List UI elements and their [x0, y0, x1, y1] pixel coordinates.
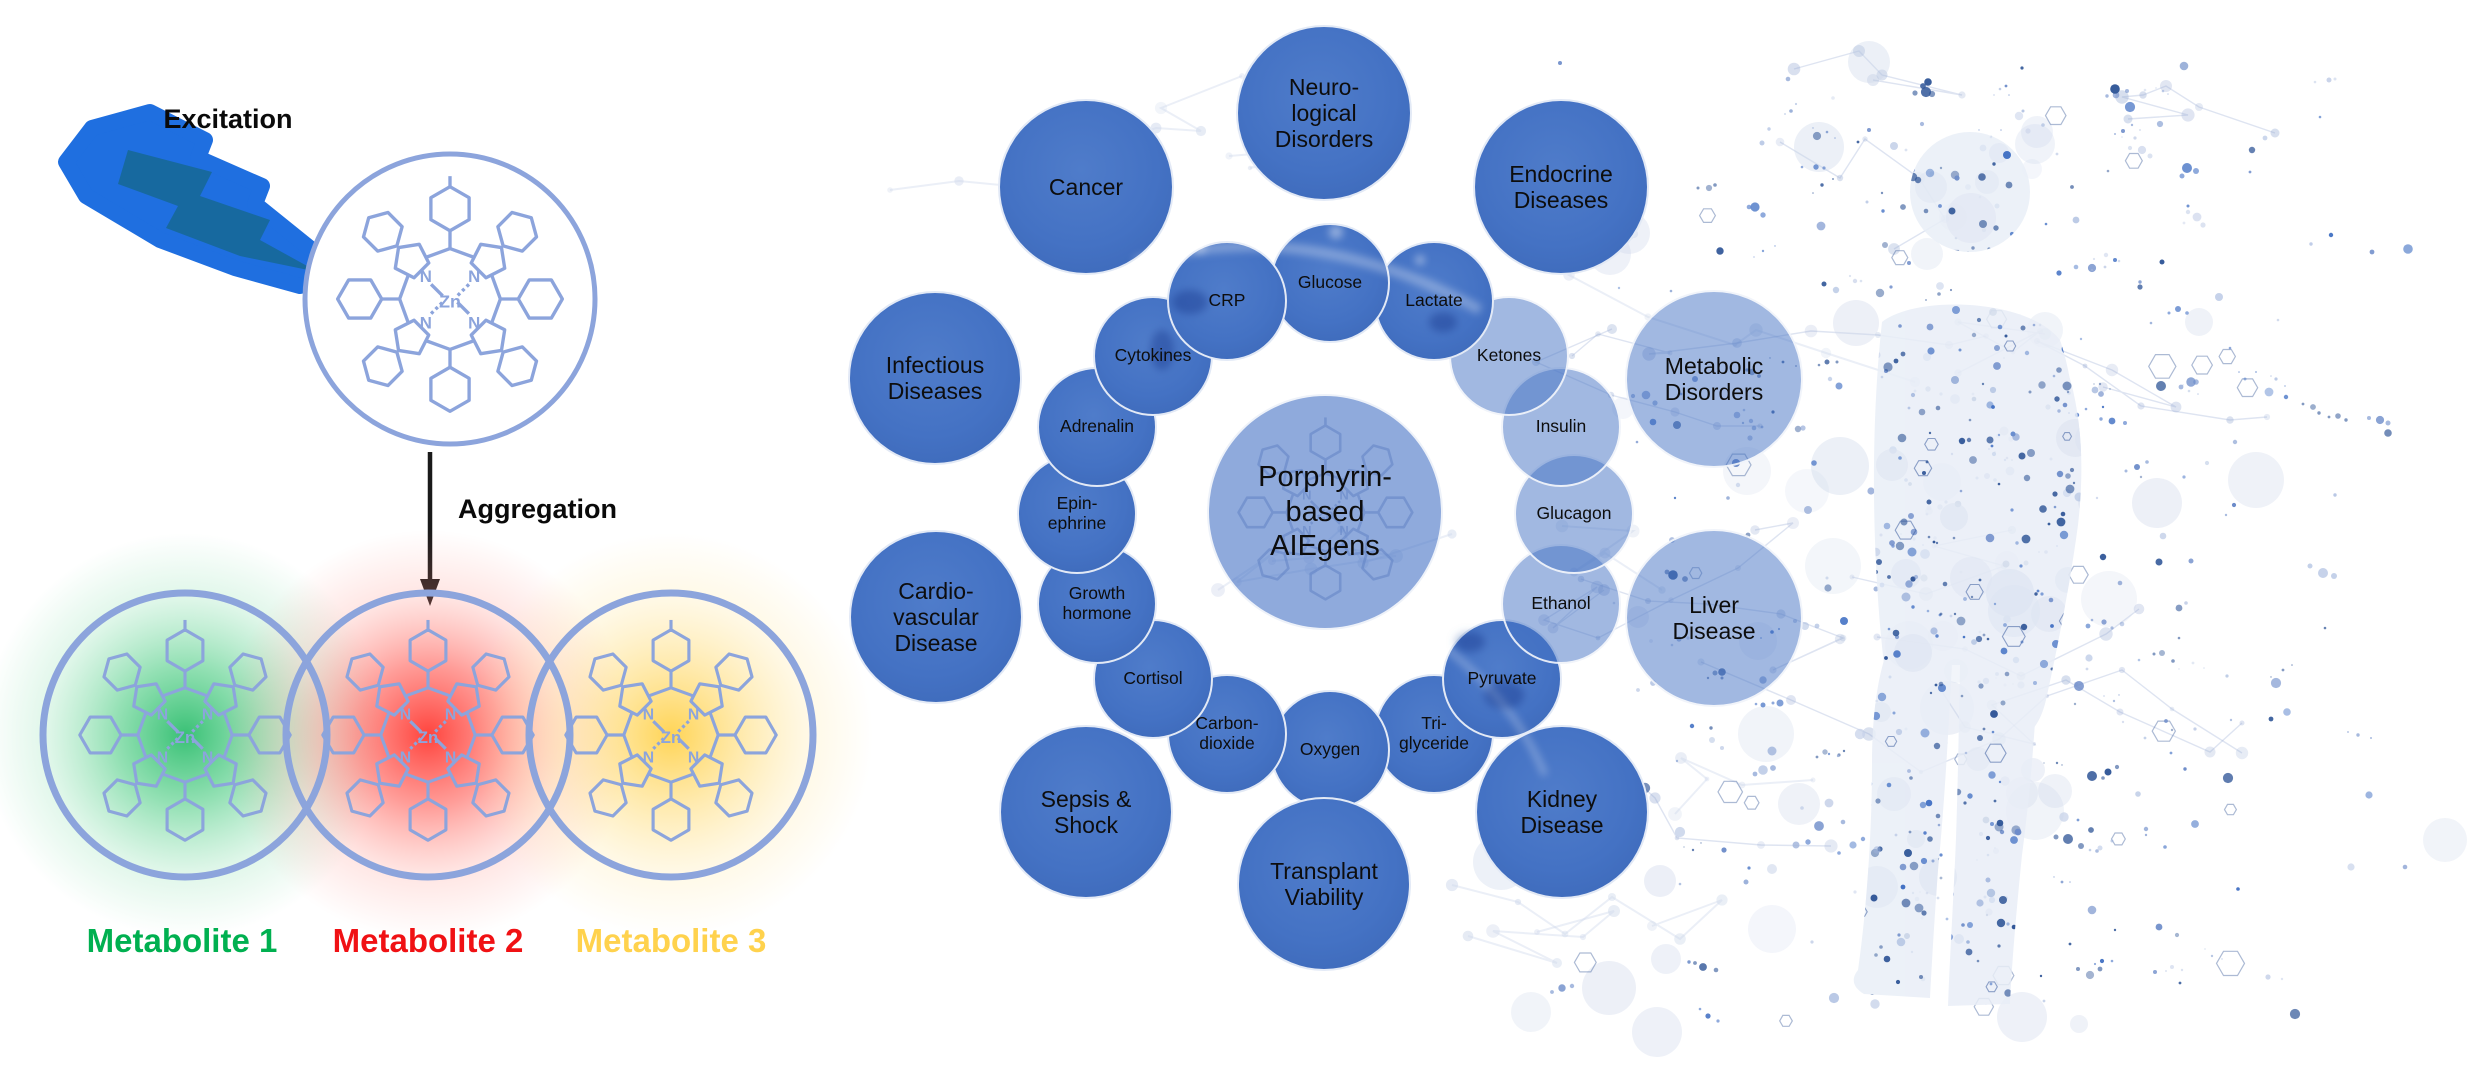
node-infectious-diseases: Infectious Diseases [848, 291, 1022, 465]
node-glucose: Glucose [1270, 223, 1390, 343]
node-metabolic-disorders: Metabolic Disorders [1625, 290, 1803, 468]
center-node: Porphyrin- based AIEgens [1207, 394, 1443, 630]
node-liver-disease: Liver Disease [1625, 529, 1803, 707]
node-label: Kidney Disease [1520, 786, 1604, 838]
node-label: Cardio- vascular Disease [893, 578, 979, 656]
center-node-label: Porphyrin- based AIEgens [1258, 460, 1392, 563]
node-label: Epin- ephrine [1047, 493, 1107, 533]
node-label: Glucagon [1536, 503, 1612, 524]
node-label: Liver Disease [1672, 592, 1756, 644]
node-label: Glucose [1297, 272, 1363, 293]
node-crp: CRP [1167, 241, 1287, 361]
node-label: Ethanol [1531, 593, 1591, 614]
node-label: Sepsis & Shock [1040, 786, 1132, 838]
node-label: Carbon- dioxide [1195, 713, 1259, 753]
node-label: Infectious Diseases [885, 352, 985, 404]
node-cancer: Cancer [998, 99, 1174, 275]
node-label: Lactate [1405, 290, 1463, 311]
node-label: Cytokines [1114, 345, 1192, 366]
node-label: Endocrine Diseases [1509, 161, 1613, 213]
node-lactate: Lactate [1374, 241, 1494, 361]
node-endocrine-diseases: Endocrine Diseases [1473, 99, 1649, 275]
node-label: Cortisol [1123, 668, 1183, 689]
node-sepsis-shock: Sepsis & Shock [999, 725, 1173, 899]
node-label: Growth hormone [1062, 583, 1132, 623]
node-label: Pyruvate [1467, 668, 1537, 689]
node-label: Cancer [1048, 174, 1124, 200]
node-oxygen: Oxygen [1270, 690, 1390, 810]
node-label: Neuro- logical Disorders [1274, 74, 1374, 152]
node-cardio-vascular-disease: Cardio- vascular Disease [849, 530, 1023, 704]
node-ketones: Ketones [1449, 296, 1569, 416]
node-neuro-logical-disorders: Neuro- logical Disorders [1236, 25, 1412, 201]
node-label: Transplant Viability [1270, 858, 1378, 910]
node-label: CRP [1208, 290, 1246, 311]
node-label: Ketones [1476, 345, 1542, 366]
node-insulin: Insulin [1501, 367, 1621, 487]
node-label: Metabolic Disorders [1664, 353, 1764, 405]
node-label: Tri- glyceride [1398, 713, 1470, 753]
node-transplant-viability: Transplant Viability [1237, 797, 1411, 971]
node-kidney-disease: Kidney Disease [1475, 725, 1649, 899]
node-label: Insulin [1535, 416, 1587, 437]
node-label: Adrenalin [1060, 416, 1134, 437]
node-label: Oxygen [1299, 739, 1361, 760]
